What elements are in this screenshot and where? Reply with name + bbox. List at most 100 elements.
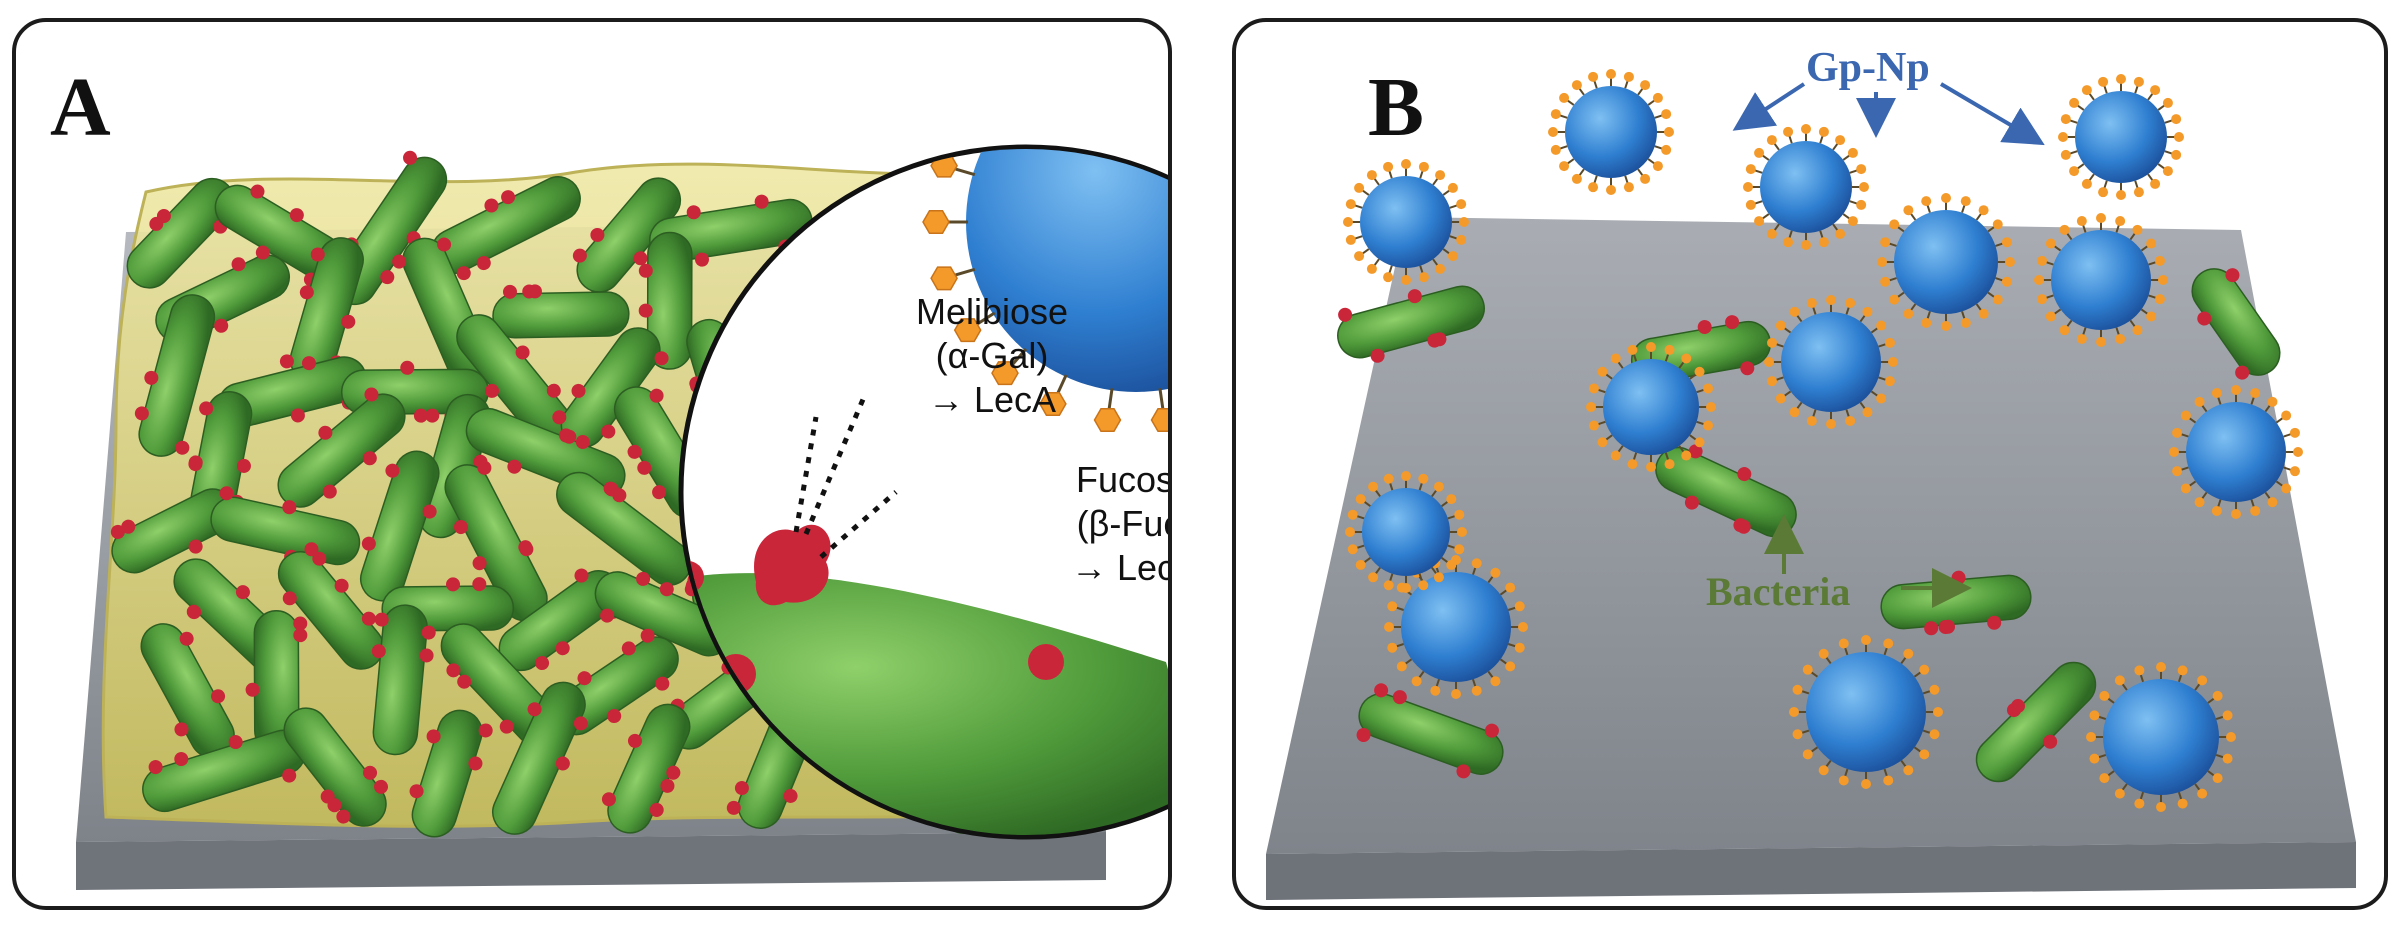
- lectin: [446, 663, 461, 678]
- bacterium: [594, 571, 732, 657]
- lectin: [1725, 315, 1740, 330]
- nanoparticle-illustration: [1266, 69, 2356, 900]
- glycan-ligand: [955, 103, 981, 126]
- lectin: [179, 631, 194, 646]
- nanoparticles: [1343, 69, 2303, 812]
- lectin: [361, 536, 376, 551]
- lectin: [310, 247, 325, 262]
- fucose-name: Fucose: [1075, 459, 1168, 500]
- lectin: [502, 284, 517, 299]
- lectin: [468, 756, 483, 771]
- glycan-ligand: [953, 318, 982, 343]
- lectin: [336, 809, 351, 824]
- lectin: [327, 798, 342, 813]
- bacterium: [1655, 444, 1797, 538]
- lectin: [2197, 311, 2212, 326]
- lectin: [783, 788, 798, 803]
- lectin: [535, 656, 550, 671]
- lectin: [659, 582, 674, 597]
- lectin: [144, 370, 159, 385]
- fucose-target: → LecB: [1070, 546, 1168, 588]
- lectin: [174, 722, 189, 737]
- bacterium: [556, 471, 692, 586]
- lectin: [363, 765, 378, 780]
- lectin: [211, 689, 226, 704]
- lectin: [654, 351, 669, 366]
- fucose-type: (β-Fuc): [1076, 502, 1168, 544]
- lectin: [573, 716, 588, 731]
- lectin: [515, 345, 530, 360]
- lectin: [334, 578, 349, 593]
- lectin: [121, 519, 136, 534]
- glycan-ligand: [1095, 22, 1121, 35]
- glycan-ligand: [991, 361, 1019, 386]
- lectin: [472, 556, 487, 571]
- lectin: [600, 608, 615, 623]
- lectin: [134, 406, 149, 421]
- bacterium: [409, 709, 493, 838]
- panel-b: B Gp-Np Bacteria: [1232, 18, 2388, 910]
- lectin: [322, 484, 337, 499]
- gp-nanoparticle: [1345, 471, 1467, 593]
- lectin: [1392, 690, 1407, 705]
- lectin: [1740, 361, 1755, 376]
- lectin: [175, 440, 190, 455]
- biofilm-illustration: [76, 22, 1169, 890]
- lectin: [361, 611, 376, 626]
- bacterium: [277, 542, 384, 670]
- gp-nanoparticle: [2086, 662, 2236, 812]
- lectin: [501, 190, 516, 205]
- lectin: [371, 644, 386, 659]
- gp-nanoparticle: [2034, 213, 2168, 347]
- lectin: [575, 435, 590, 450]
- lectin: [472, 577, 487, 592]
- lectin: [1370, 348, 1385, 363]
- inset-lectins: [683, 524, 1064, 694]
- lectin: [2225, 268, 2240, 283]
- lectin: [304, 542, 319, 557]
- lectin: [219, 486, 234, 501]
- glycan-ligand: [1150, 407, 1168, 432]
- lectin: [522, 284, 537, 299]
- bacteria-label: Bacteria: [1706, 569, 1851, 614]
- lectin: [478, 723, 493, 738]
- lectin: [2235, 365, 2250, 380]
- lectin: [637, 460, 652, 475]
- bacterium: [359, 450, 440, 602]
- lectin: [385, 463, 400, 478]
- bacteria-arrows: [1764, 514, 1972, 608]
- lectin: [655, 676, 670, 691]
- bacterium: [371, 604, 436, 756]
- lectin: [649, 388, 664, 403]
- lectin: [754, 194, 769, 209]
- gpnp-label: Gp-Np: [1806, 45, 1930, 91]
- lectin: [188, 539, 203, 554]
- gp-nanoparticle: [1384, 555, 1528, 699]
- glycan-ligand: [1040, 29, 1066, 52]
- lectin: [1484, 723, 1499, 738]
- gp-nanoparticle: [2058, 74, 2184, 200]
- lectin: [695, 252, 710, 267]
- lectin: [601, 792, 616, 807]
- lectin: [409, 784, 424, 799]
- lectin: [633, 251, 648, 266]
- lectin: [228, 735, 243, 750]
- lectin: [636, 571, 651, 586]
- lectin: [188, 457, 203, 472]
- zoom-inset: [678, 22, 1169, 840]
- lectin: [426, 729, 441, 744]
- lectin: [652, 485, 667, 500]
- melibiose-type: (α-Gal): [935, 334, 1049, 376]
- lectin: [413, 408, 428, 423]
- lectin: [422, 504, 437, 519]
- lectin: [627, 444, 642, 459]
- lectin: [380, 270, 395, 285]
- lectin: [1987, 615, 2002, 630]
- lectin: [555, 641, 570, 656]
- lectin: [640, 628, 655, 643]
- glycan-ligand: [1152, 22, 1169, 35]
- lectin: [1737, 467, 1752, 482]
- bacterium: [492, 284, 630, 339]
- lectin: [1338, 307, 1353, 322]
- lectin: [552, 410, 567, 425]
